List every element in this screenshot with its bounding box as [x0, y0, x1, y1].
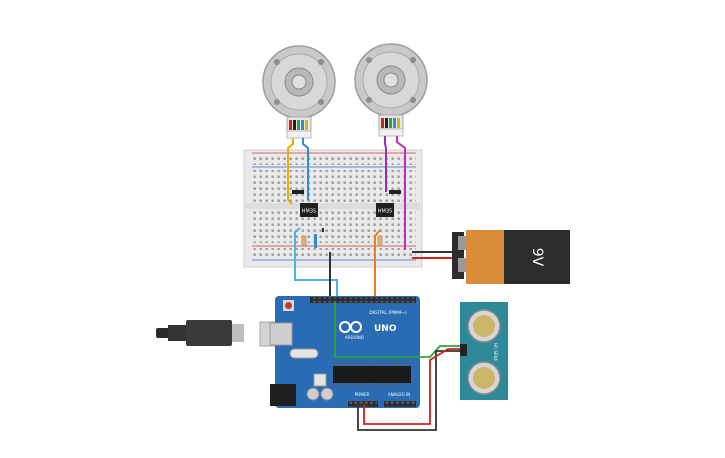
motor-driver-left-label: HM35 [302, 209, 316, 215]
power-header-label: POWER [355, 392, 370, 397]
arduino-logo [339, 321, 362, 333]
battery-label: 9V [529, 248, 545, 267]
arduino-model: UNO [374, 324, 397, 334]
ultrasonic-sensor: HC-SR04 [460, 302, 508, 400]
motor-right [354, 43, 428, 137]
motor-driver-right: HM35 [376, 190, 401, 217]
wires-breadboard-arduino [294, 227, 455, 300]
arduino-logo-text: ARDUINO [345, 335, 364, 340]
digital-header-label: DIGITAL (PWM~) [369, 310, 407, 316]
resistors [301, 234, 383, 248]
breadboard [243, 149, 423, 268]
analog-header-label: ANALOG IN [388, 392, 410, 397]
wires-arduino-sensor [334, 302, 460, 431]
reset-button-icon [285, 302, 292, 309]
usb-cable [156, 320, 287, 347]
wires-motors [287, 136, 406, 250]
motor-driver-right-label: HM35 [378, 209, 392, 215]
motor-driver-left: HM35 [292, 190, 318, 217]
ultrasonic-label: HC-SR04 [493, 343, 498, 361]
arduino-uno: DIGITAL (PWM~) UNO ARDUINO POWER ANALOG … [269, 296, 420, 408]
motor-left [262, 45, 336, 139]
battery-9v: 9V [452, 230, 570, 284]
